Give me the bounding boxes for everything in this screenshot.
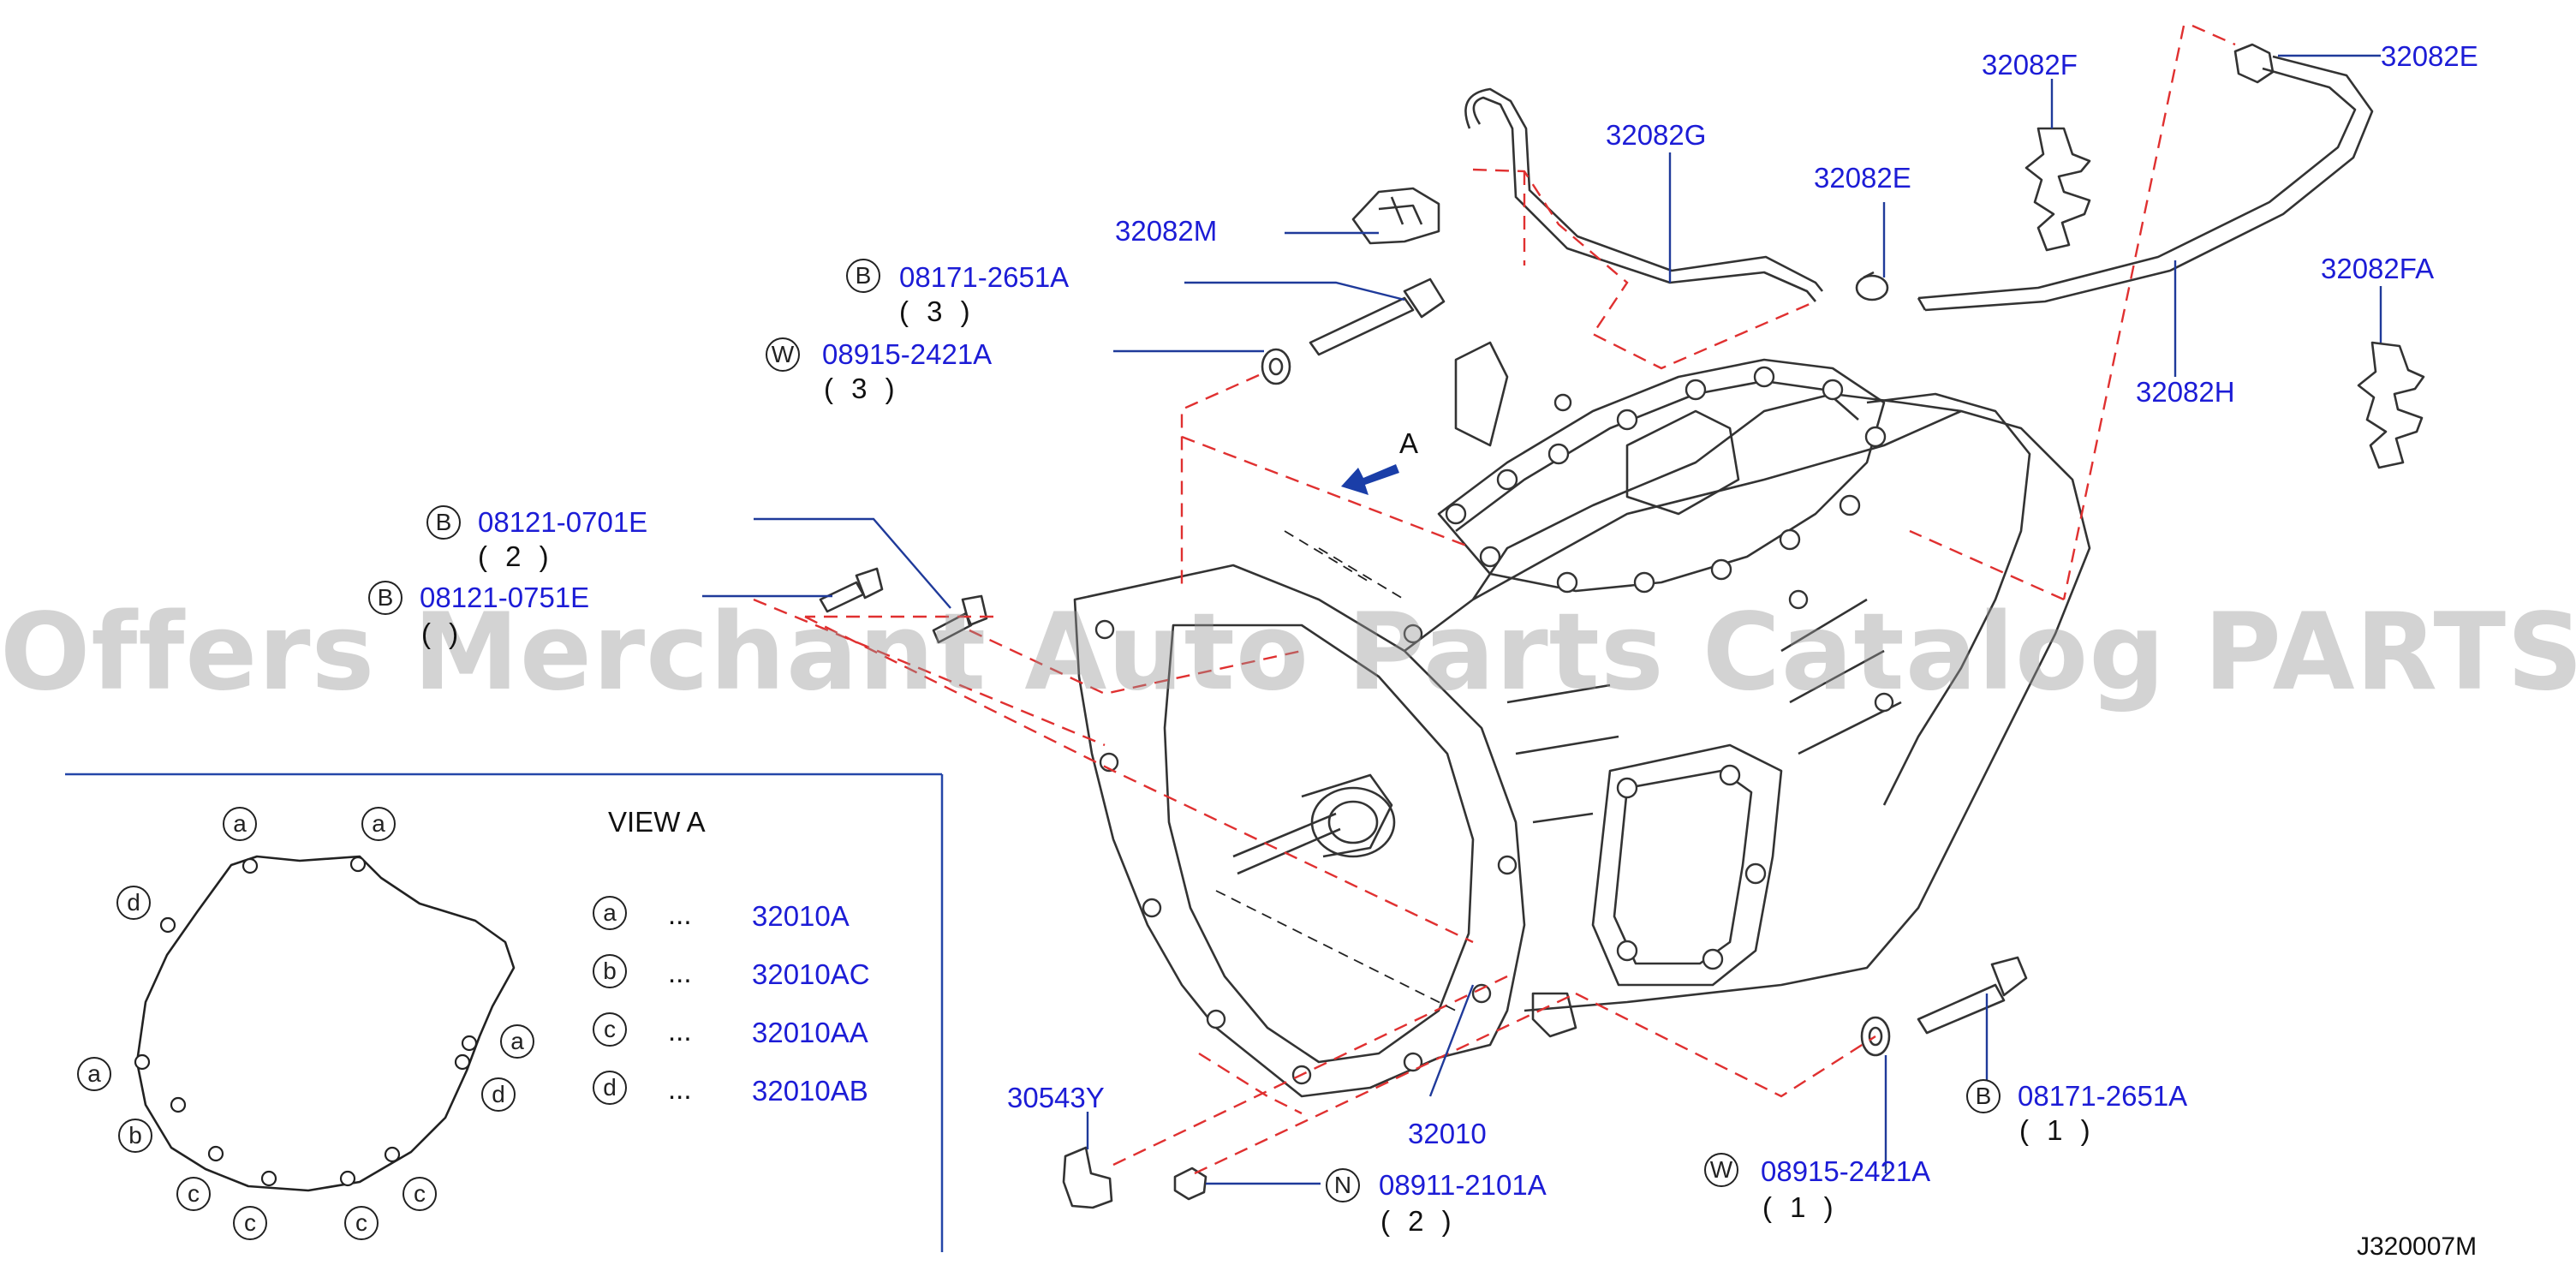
bell-housing-flange bbox=[1073, 564, 1526, 1098]
part-08911-2101A[interactable]: 08911-2101A bbox=[1379, 1169, 1547, 1201]
legend-dots-d: ... bbox=[668, 1073, 692, 1105]
legend-dots-b: ... bbox=[668, 957, 692, 988]
nut-symbol: N bbox=[1326, 1168, 1360, 1202]
gasket-outline bbox=[135, 855, 516, 1192]
gasket-marker-a: a bbox=[77, 1057, 111, 1091]
bracket-32082M bbox=[1351, 187, 1440, 245]
gasket-marker-c: c bbox=[176, 1177, 211, 1211]
shift-tower bbox=[1625, 409, 1740, 516]
legend-key-c: c bbox=[593, 1012, 627, 1047]
bolt-symbol-0751: B bbox=[368, 581, 402, 615]
watermark: Offers Merchant Auto Parts Catalog PARTS… bbox=[0, 591, 2576, 714]
view-a-panel bbox=[65, 773, 944, 1252]
legend-part-d[interactable]: 32010AB bbox=[752, 1075, 868, 1107]
clip-32082F bbox=[2024, 127, 2091, 252]
bolt-symbol-bottom: B bbox=[1966, 1079, 2001, 1113]
bolt-top bbox=[1309, 277, 1446, 356]
gasket-marker-c: c bbox=[233, 1206, 267, 1240]
part-32082G[interactable]: 32082G bbox=[1606, 119, 1707, 151]
part-30543Y[interactable]: 30543Y bbox=[1007, 1082, 1105, 1113]
bell-housing-inner bbox=[1163, 624, 1475, 1064]
legend-part-a[interactable]: 32010A bbox=[752, 900, 850, 932]
gasket-marker-b: b bbox=[118, 1119, 152, 1153]
part-32082M[interactable]: 32082M bbox=[1115, 215, 1218, 247]
bolt-0751 bbox=[819, 567, 884, 613]
part-32082FA[interactable]: 32082FA bbox=[2321, 253, 2435, 284]
qty-08171-bottom: ( 1 ) bbox=[2019, 1114, 2096, 1146]
gasket-marker-a: a bbox=[361, 807, 396, 841]
legend-key-b: b bbox=[593, 954, 627, 988]
part-08915-2421A-top[interactable]: 08915-2421A bbox=[822, 338, 993, 370]
legend-part-c[interactable]: 32010AA bbox=[752, 1017, 868, 1048]
clip-32082FA bbox=[2357, 341, 2425, 469]
qty-08121-0701E: ( 2 ) bbox=[478, 540, 554, 572]
bolt-symbol-0701: B bbox=[426, 505, 461, 540]
hidden-lines bbox=[1215, 530, 1457, 1011]
gasket-marker-c: c bbox=[344, 1206, 379, 1240]
gasket-marker-c: c bbox=[402, 1177, 437, 1211]
gasket-marker-d: d bbox=[116, 886, 151, 920]
nut-08911 bbox=[1173, 1167, 1208, 1201]
part-08171-2651A-top[interactable]: 08171-2651A bbox=[899, 261, 1070, 293]
gasket-marker-a: a bbox=[223, 807, 257, 841]
washer-bottom bbox=[1860, 1016, 1891, 1057]
part-32082H[interactable]: 32082H bbox=[2136, 376, 2235, 408]
legend-dots-c: ... bbox=[668, 1015, 692, 1047]
part-32082F[interactable]: 32082F bbox=[1982, 49, 2078, 81]
legend-key-d: d bbox=[593, 1071, 627, 1105]
clamp-mid bbox=[1855, 274, 1889, 301]
qty-08121-0751E: ( ) bbox=[421, 618, 464, 649]
bracket-30543Y bbox=[1062, 1146, 1113, 1209]
legend-part-b[interactable]: 32010AC bbox=[752, 958, 870, 990]
side-cover bbox=[1591, 743, 1783, 987]
gasket-marker-a: a bbox=[500, 1024, 534, 1059]
transmission-drawing bbox=[1073, 341, 2091, 1098]
qty-08915-top: ( 3 ) bbox=[824, 373, 900, 404]
clamp-top bbox=[2233, 43, 2275, 84]
part-08915-2421A-bottom[interactable]: 08915-2421A bbox=[1761, 1155, 1931, 1187]
housing-bolts bbox=[1094, 366, 1894, 1085]
part-08121-0751E[interactable]: 08121-0751E bbox=[420, 582, 590, 613]
input-shaft bbox=[1232, 773, 1393, 875]
gasket-holes bbox=[134, 856, 478, 1187]
release-bearing bbox=[1310, 786, 1396, 858]
breather-hose bbox=[1917, 55, 2374, 312]
dashed-guides bbox=[753, 24, 2236, 1175]
bolt-bottom bbox=[1917, 956, 2028, 1035]
part-32010[interactable]: 32010 bbox=[1408, 1118, 1487, 1149]
washer-top bbox=[1261, 348, 1291, 385]
legend-key-a: a bbox=[593, 896, 627, 930]
qty-08911: ( 2 ) bbox=[1380, 1205, 1457, 1237]
part-32082E-mid[interactable]: 32082E bbox=[1814, 162, 1911, 194]
view-a-title: VIEW A bbox=[608, 806, 706, 838]
part-32082E-top[interactable]: 32082E bbox=[2381, 40, 2478, 72]
part-08121-0701E[interactable]: 08121-0701E bbox=[478, 506, 648, 538]
washer-symbol-bottom: W bbox=[1704, 1153, 1738, 1187]
diagram-id: J320007M bbox=[2357, 1232, 2478, 1261]
qty-08171-top: ( 3 ) bbox=[899, 295, 975, 327]
legend-dots-a: ... bbox=[668, 898, 692, 930]
qty-08915-bottom: ( 1 ) bbox=[1762, 1191, 1839, 1223]
bolt-symbol-top: B bbox=[846, 259, 880, 293]
gasket-marker-d: d bbox=[481, 1077, 516, 1112]
leader-lines bbox=[702, 54, 2382, 1185]
washer-symbol-top: W bbox=[766, 337, 800, 372]
view-arrow bbox=[1341, 464, 1399, 495]
rear-extension bbox=[1866, 392, 2031, 806]
view-arrow-label: A bbox=[1399, 427, 1419, 459]
part-08171-2651A-bottom[interactable]: 08171-2651A bbox=[2018, 1080, 2188, 1112]
